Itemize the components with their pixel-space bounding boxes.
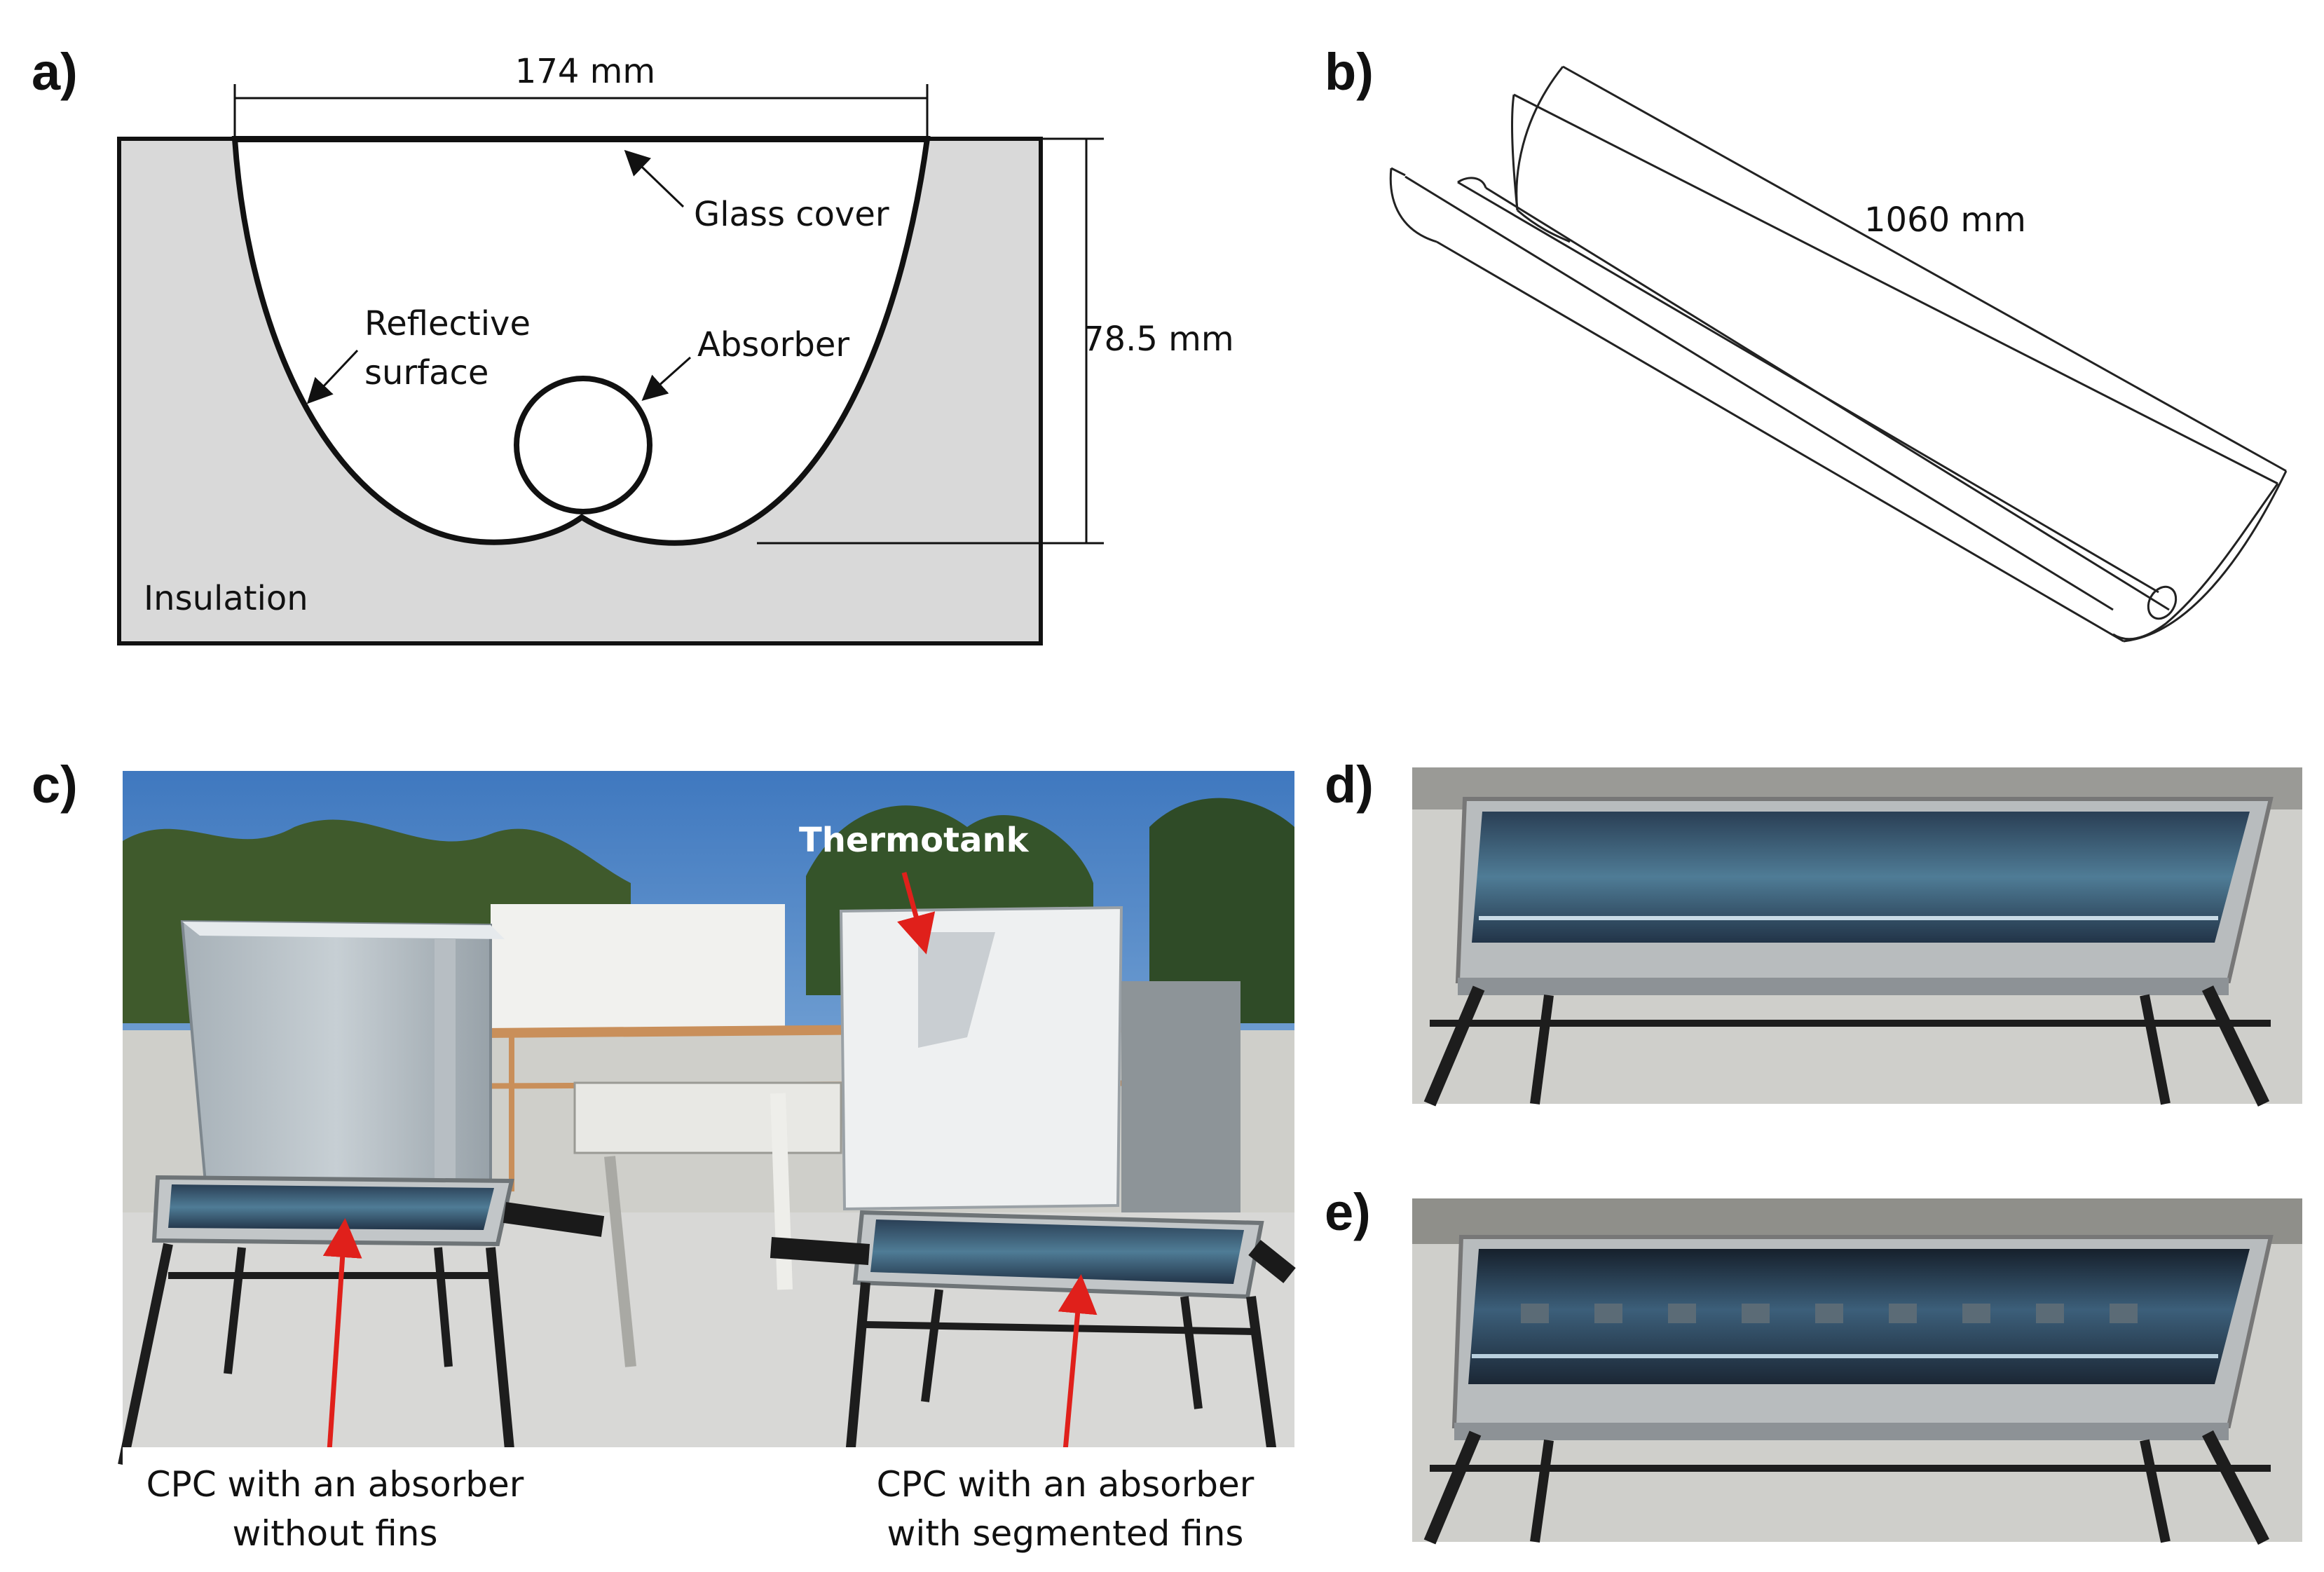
thermotank-arrow xyxy=(897,872,936,955)
left-caption-line1: CPC with an absorber xyxy=(146,1464,524,1505)
panel-c-label: c) xyxy=(32,756,78,814)
absorber-arrow xyxy=(641,356,691,401)
right-cpc-arrow xyxy=(1058,1274,1098,1451)
length-label: 1060 mm xyxy=(1864,200,2026,240)
panel-b-label: b) xyxy=(1325,43,1374,101)
insulation-label: Insulation xyxy=(144,579,308,618)
panel-c: c) xyxy=(32,756,1296,1559)
left-caption-line2: without fins xyxy=(232,1513,437,1554)
panel-b: b) 1060 mm xyxy=(1325,43,2288,643)
height-label: 78.5 mm xyxy=(1083,320,1234,359)
reflective-label-line1: Reflective xyxy=(364,304,531,343)
reflective-surface-profile xyxy=(231,136,931,546)
reflective-surface-arrow xyxy=(306,349,359,404)
absorber-tube xyxy=(514,376,652,514)
thermotank-label: Thermotank xyxy=(799,821,1030,860)
panel-e-label: e) xyxy=(1325,1183,1371,1241)
panel-d: d) xyxy=(1325,756,2302,1107)
panel-e: e) xyxy=(1325,1183,2302,1545)
cpc-no-fins-photo xyxy=(1412,767,2302,1107)
right-caption-line2: with segmented fins xyxy=(887,1513,1244,1554)
left-cpc-arrow xyxy=(322,1218,362,1451)
glass-cover-label: Glass cover xyxy=(694,195,889,234)
width-label: 174 mm xyxy=(515,52,655,91)
absorber-label: Absorber xyxy=(697,325,849,364)
panel-a-label: a) xyxy=(32,43,78,101)
panel-a: a) 174 mm 78.5 mm Glass cover Reflective… xyxy=(32,43,1234,645)
panel-d-label: d) xyxy=(1325,756,1374,814)
segmented-fins xyxy=(1521,1304,2138,1323)
rooftop-photo xyxy=(118,771,1296,1493)
reflective-label-line2: surface xyxy=(364,353,488,392)
glass-cover-arrow xyxy=(624,149,685,208)
cpc-3d-wireframe xyxy=(1389,65,2288,643)
right-caption-line1: CPC with an absorber xyxy=(877,1464,1255,1505)
cpc-segmented-fins-photo xyxy=(1412,1198,2302,1545)
